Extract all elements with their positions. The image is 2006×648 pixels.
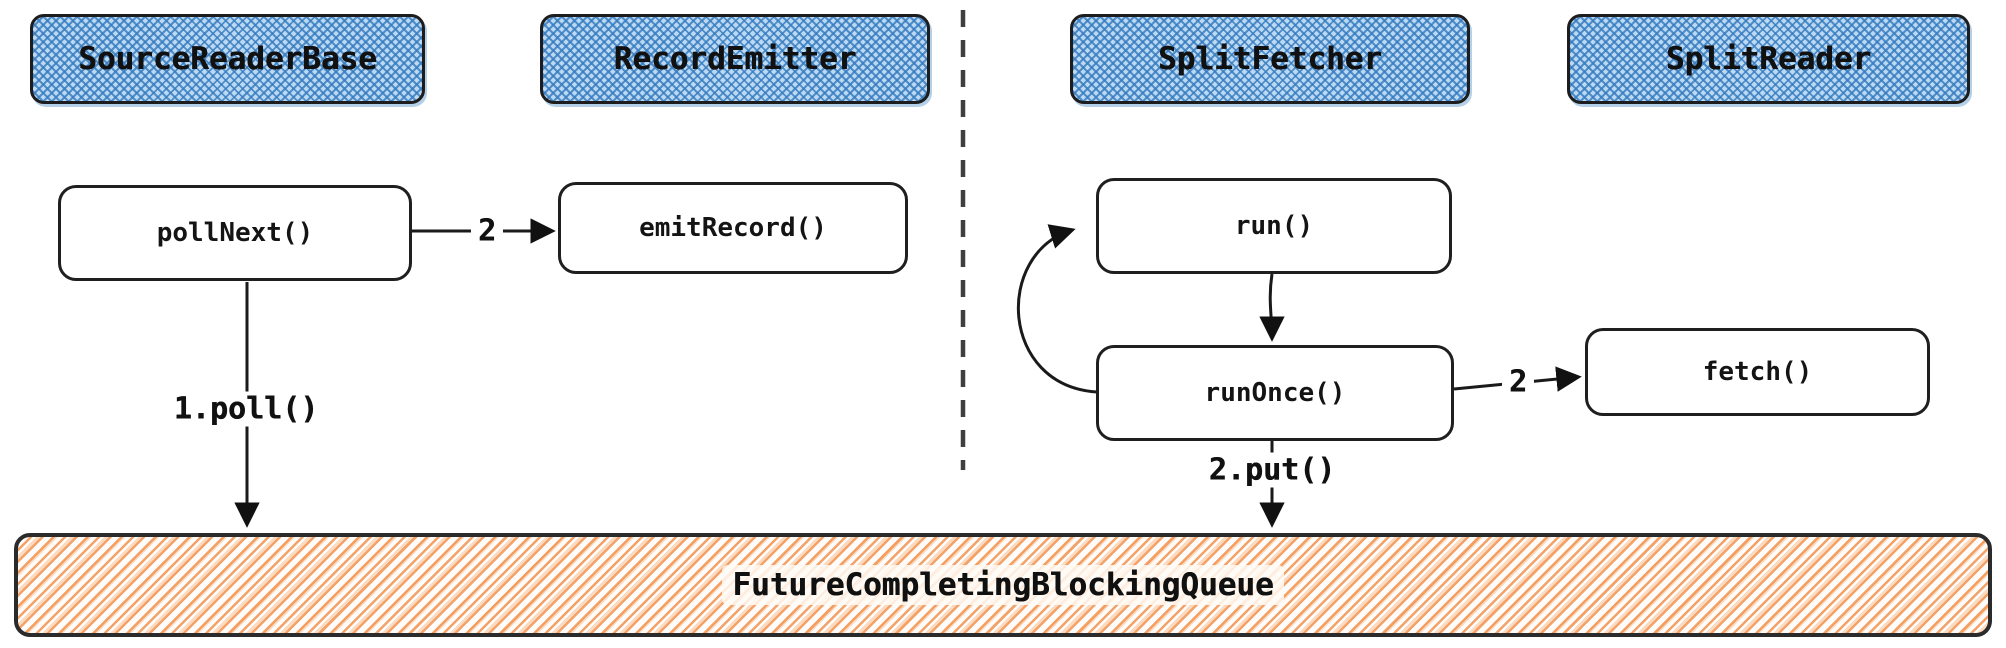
method-box-pollnext: pollNext() (58, 185, 412, 281)
class-box-record-emitter: RecordEmitter (540, 14, 930, 104)
edge-label-step2-left: 2 (470, 213, 504, 249)
queue-bar-label: FutureCompletingBlockingQueue (722, 565, 1284, 605)
class-box-split-reader: SplitReader (1567, 14, 1970, 104)
method-box-runonce: runOnce() (1096, 345, 1454, 441)
edge-label-step2-right: 2 (1501, 364, 1535, 400)
class-box-label: SourceReaderBase (78, 41, 377, 77)
method-box-emitrecord: emitRecord() (558, 182, 908, 274)
method-box-label: fetch() (1702, 357, 1813, 387)
queue-bar-future-completing-blocking-queue: FutureCompletingBlockingQueue (14, 533, 1992, 637)
class-box-source-reader-base: SourceReaderBase (30, 14, 425, 104)
arrow-runonce-loop-to-run (1016, 224, 1098, 394)
method-box-label: pollNext() (156, 218, 314, 248)
edge-label-put: 2.put() (1201, 452, 1343, 488)
edge-label-poll: 1.poll() (166, 391, 326, 427)
class-box-label: RecordEmitter (613, 41, 857, 77)
method-box-label: emitRecord() (639, 213, 827, 243)
method-box-label: runOnce() (1204, 378, 1346, 408)
class-box-label: SplitFetcher (1158, 41, 1382, 77)
method-box-run: run() (1096, 178, 1452, 274)
class-box-label: SplitReader (1665, 41, 1872, 77)
method-box-label: run() (1234, 211, 1314, 241)
method-box-fetch: fetch() (1585, 328, 1930, 416)
class-box-split-fetcher: SplitFetcher (1070, 14, 1470, 104)
arrow-run-to-runonce (1259, 273, 1285, 342)
